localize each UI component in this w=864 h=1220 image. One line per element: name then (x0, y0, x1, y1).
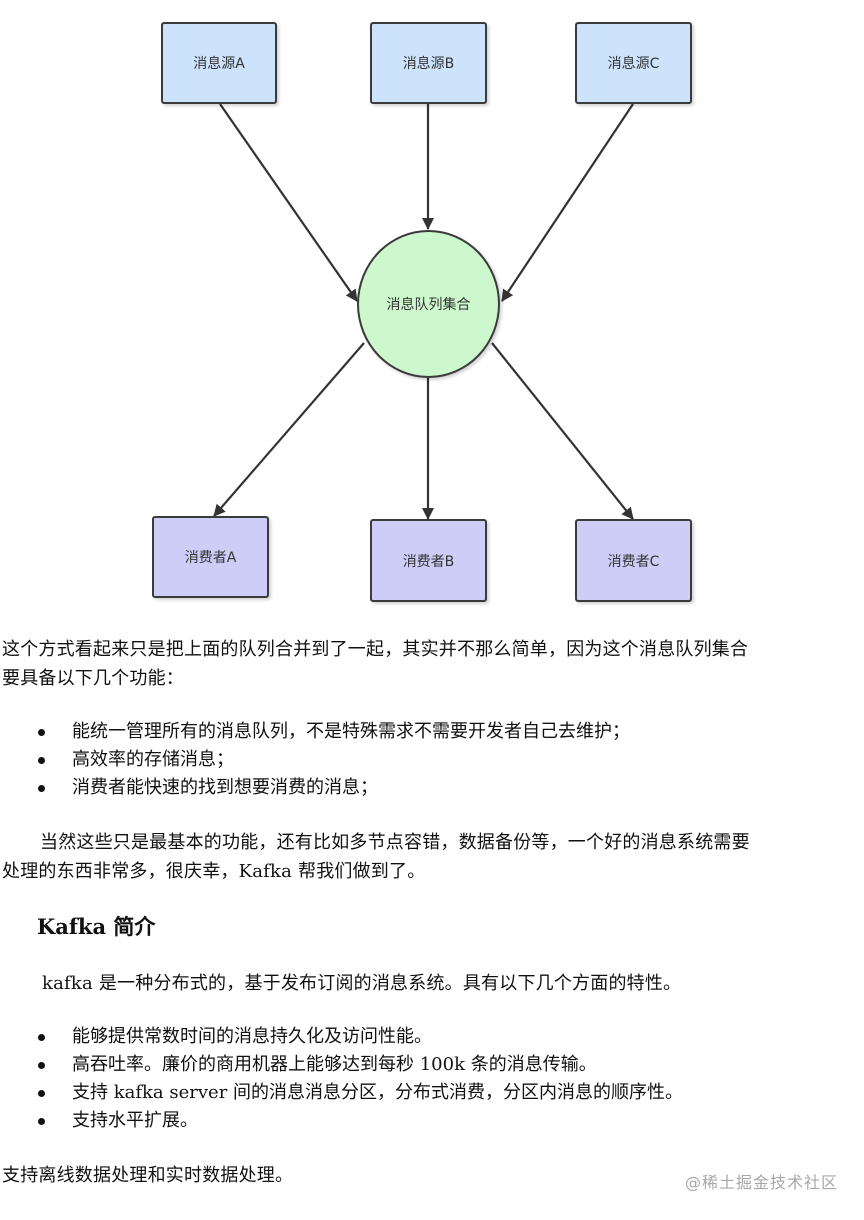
edge-source-c-to-hub (501, 103, 634, 302)
paragraph-2-line-2: 处理的东西非常多，很庆幸，Kafka 帮我们做到了。 (2, 861, 426, 882)
list-item: 高吞吐率。廉价的商用机器上能够达到每秒 100k 条的消息传输。 (0, 1051, 683, 1079)
node-consumer-a-label: 消费者A (184, 550, 237, 566)
message-queue-diagram: 消息源A 消息源B 消息源C 消息队列集合 消费者A 消费者B 消费者C (152, 22, 692, 602)
node-source-a: 消息源A (161, 22, 277, 104)
kafka-intro-paragraph: kafka 是一种分布式的，基于发布订阅的消息系统。具有以下几个方面的特性。 (42, 973, 682, 994)
node-source-b: 消息源B (370, 22, 487, 104)
paragraph-1-line-1: 这个方式看起来只是把上面的队列合并到了一起，其实并不那么简单，因为这个消息队列集… (2, 639, 749, 660)
edge-source-a-to-hub (219, 103, 358, 302)
node-consumer-b: 消费者B (370, 519, 487, 602)
edge-hub-to-consumer-c (491, 342, 634, 520)
list-item: 高效率的存储消息； (0, 746, 630, 774)
node-source-c-label: 消息源C (607, 56, 660, 72)
watermark: @稀土掘金技术社区 (684, 1173, 838, 1192)
section-heading-kafka-intro: Kafka 简介 (37, 914, 156, 939)
paragraph-2-line-1: 当然这些只是最基本的功能，还有比如多节点容错，数据备份等，一个好的消息系统需要 (40, 832, 750, 853)
node-consumer-c-label: 消费者C (607, 553, 660, 570)
node-source-c: 消息源C (575, 22, 692, 104)
node-source-a-label: 消息源A (193, 56, 245, 72)
closing-paragraph: 支持离线数据处理和实时数据处理。 (2, 1165, 294, 1186)
node-message-queue-set: 消息队列集合 (357, 230, 500, 378)
edge-hub-to-consumer-a (213, 342, 365, 517)
list-item: 能够提供常数时间的消息持久化及访问性能。 (0, 1023, 683, 1051)
paragraph-1-line-2: 要具备以下几个功能： (2, 668, 184, 689)
diagram-edges (213, 103, 634, 520)
kafka-traits-list: 能够提供常数时间的消息持久化及访问性能。 高吞吐率。廉价的商用机器上能够达到每秒… (0, 1023, 683, 1135)
node-source-b-label: 消息源B (402, 56, 455, 72)
node-consumer-c: 消费者C (575, 519, 692, 602)
node-consumer-b-label: 消费者B (402, 553, 455, 570)
list-item: 能统一管理所有的消息队列，不是特殊需求不需要开发者自己去维护； (0, 718, 630, 746)
node-hub-label: 消息队列集合 (386, 297, 471, 313)
node-consumer-a: 消费者A (152, 516, 269, 598)
list-item: 消费者能快速的找到想要消费的消息； (0, 774, 630, 802)
feature-list: 能统一管理所有的消息队列，不是特殊需求不需要开发者自己去维护； 高效率的存储消息… (0, 718, 630, 802)
list-item: 支持水平扩展。 (0, 1107, 683, 1135)
list-item: 支持 kafka server 间的消息消息分区，分布式消费，分区内消息的顺序性… (0, 1079, 683, 1107)
